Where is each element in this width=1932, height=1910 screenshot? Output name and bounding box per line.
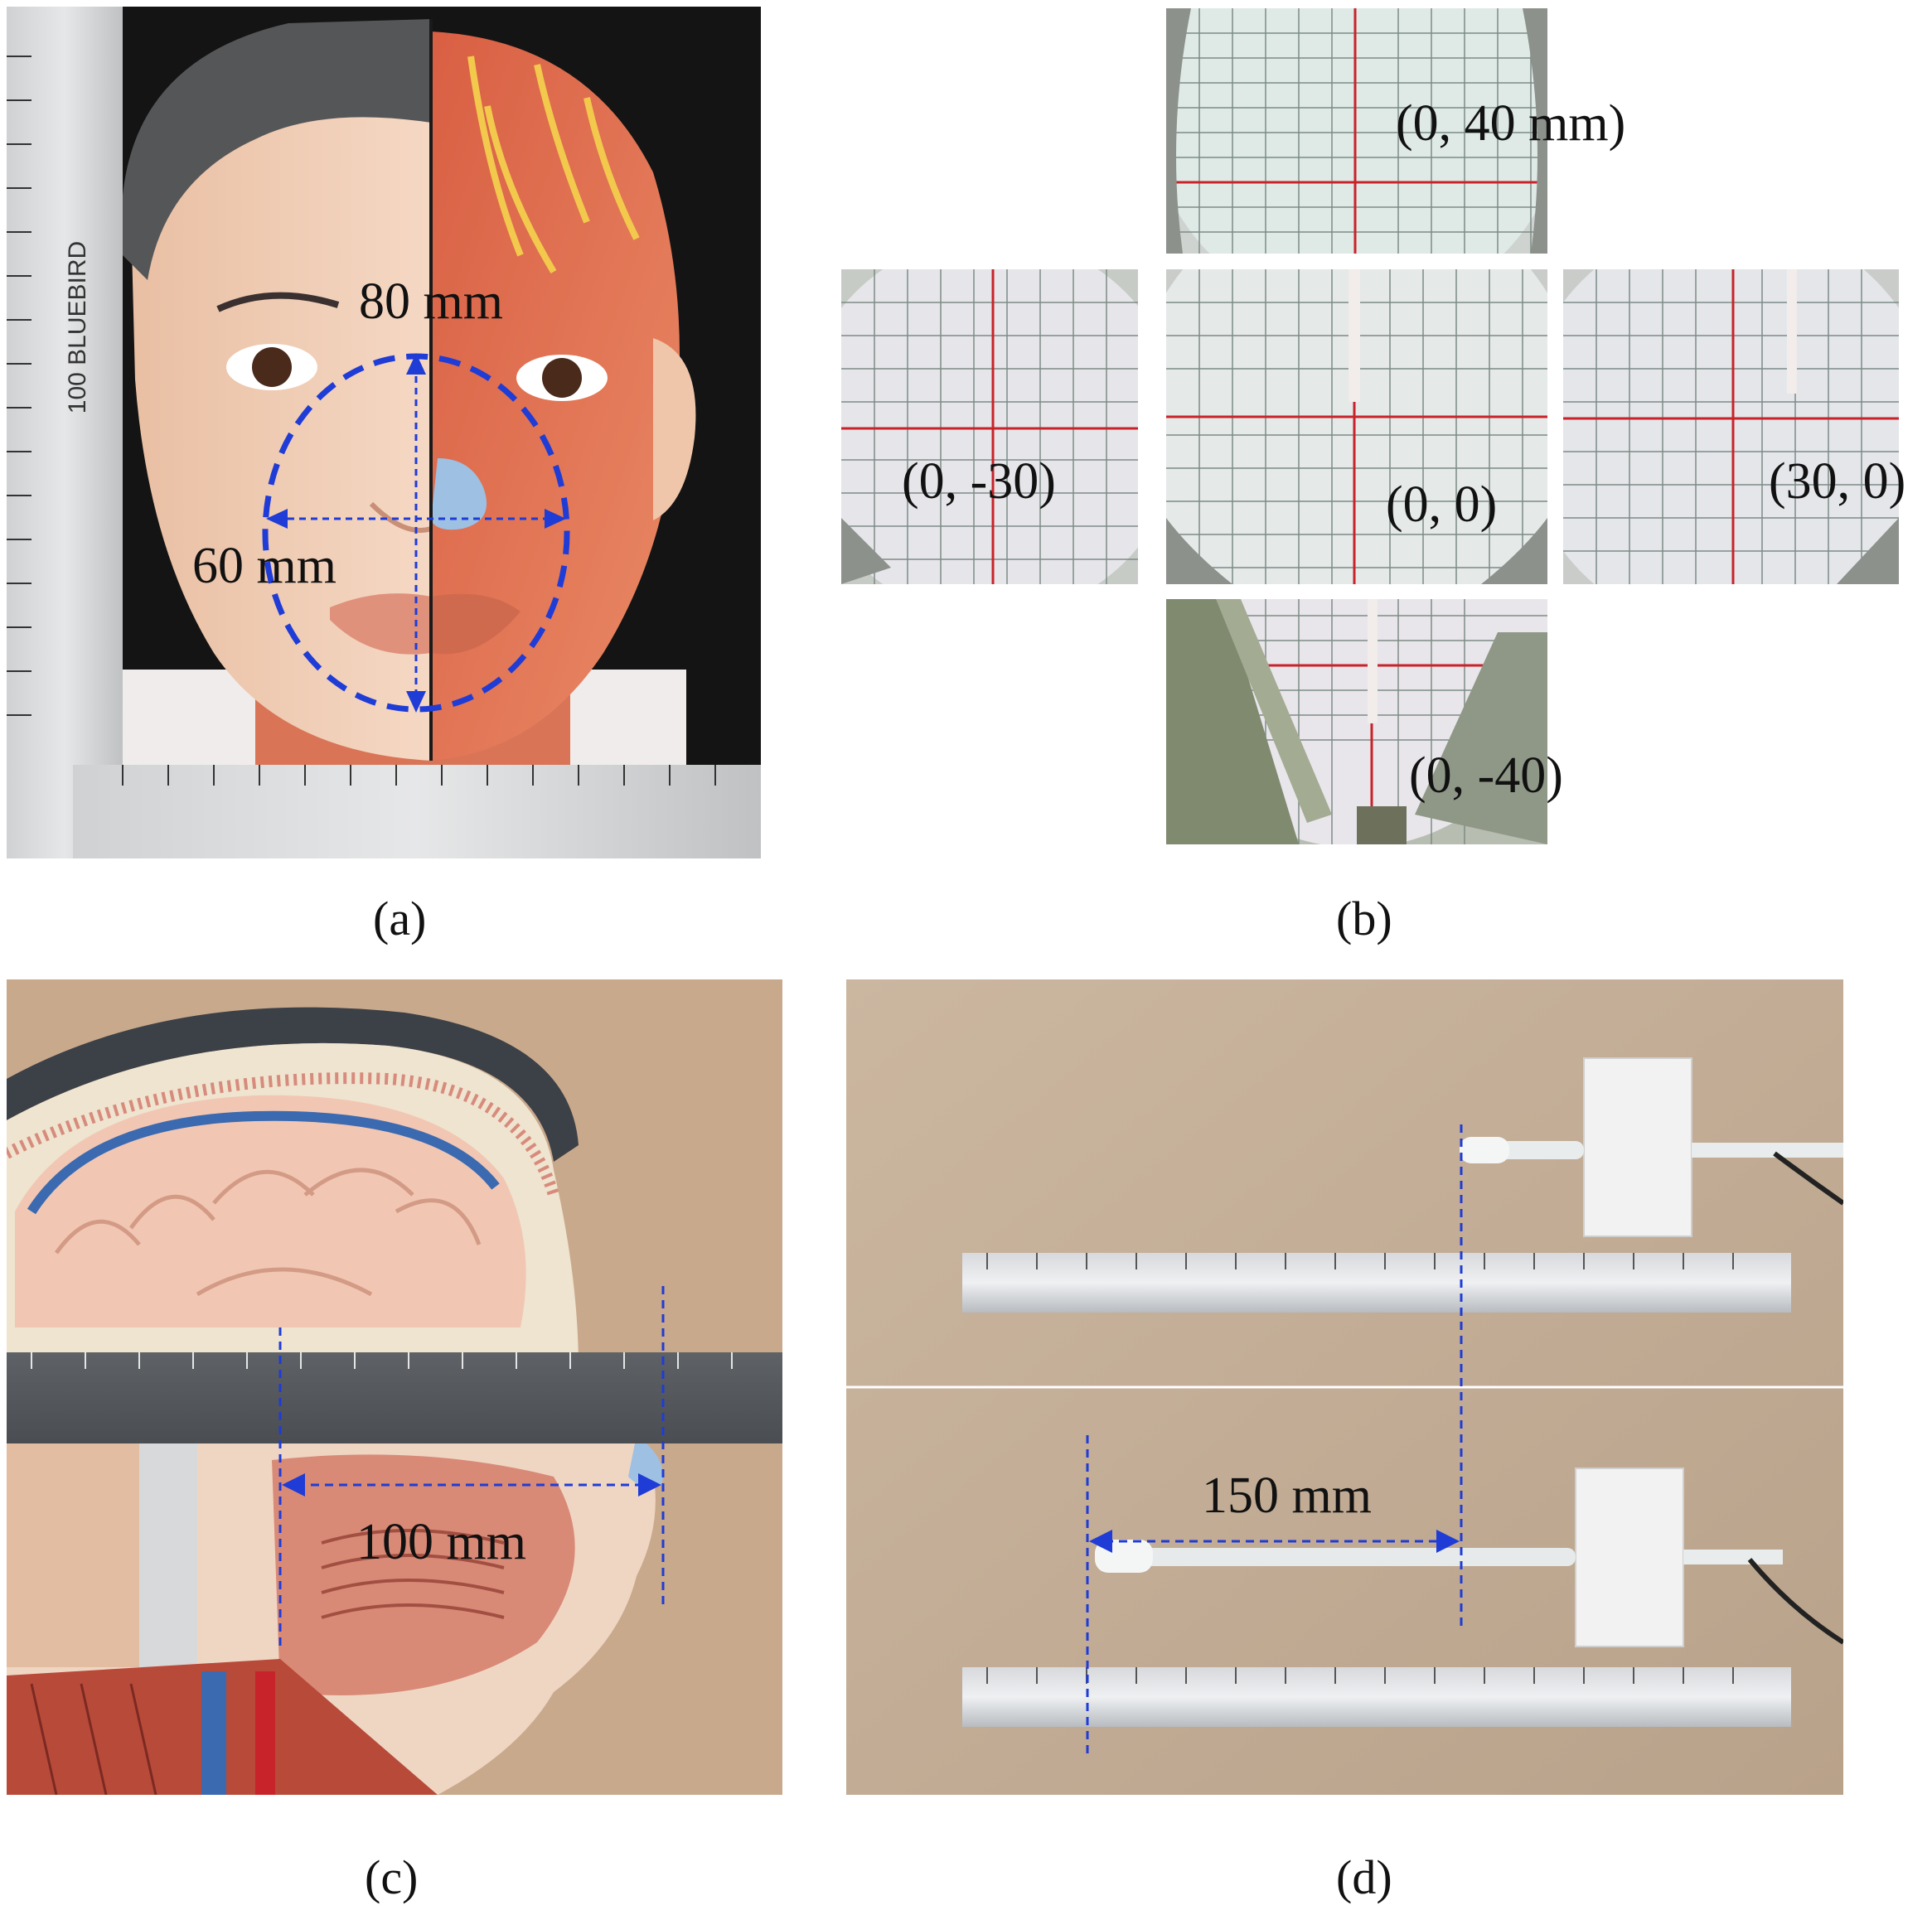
horizontal-ruler xyxy=(73,765,761,858)
caption-a: (a) xyxy=(373,892,427,945)
view-label-right: (30, 0) xyxy=(1769,453,1906,510)
dimension-label-60mm: 60 mm xyxy=(192,538,337,594)
caption-d: (d) xyxy=(1336,1850,1392,1904)
vertical-ruler xyxy=(7,7,123,858)
ruler xyxy=(7,1352,782,1443)
dimension-label-150mm: 150 mm xyxy=(1202,1468,1372,1524)
camera-view-right xyxy=(1563,269,1899,584)
view-label-left: (0, -30) xyxy=(902,453,1056,510)
ruler-bottom xyxy=(962,1667,1791,1727)
view-label-center: (0, 0) xyxy=(1386,476,1498,533)
camera-view-bottom xyxy=(1166,599,1547,844)
view-label-bottom: (0, -40) xyxy=(1409,747,1563,804)
camera-view-left xyxy=(841,269,1138,584)
hair xyxy=(121,19,432,280)
dimension-label-100mm: 100 mm xyxy=(356,1514,526,1570)
ruler-brand-label: 100 BLUEBIRD xyxy=(64,240,92,414)
camera-view-center xyxy=(1166,269,1547,584)
camera-view-top xyxy=(1166,8,1547,254)
panel-d-photo xyxy=(846,979,1843,1795)
ruler-top xyxy=(962,1253,1791,1313)
caption-c: (c) xyxy=(365,1850,419,1904)
dimension-label-80mm: 80 mm xyxy=(359,273,503,330)
panel-c-photo xyxy=(7,979,782,1795)
panel-a-photo xyxy=(7,7,761,858)
caption-b: (b) xyxy=(1336,892,1392,945)
view-label-top: (0, 40 mm) xyxy=(1396,95,1626,152)
face-skin-half xyxy=(131,31,431,761)
